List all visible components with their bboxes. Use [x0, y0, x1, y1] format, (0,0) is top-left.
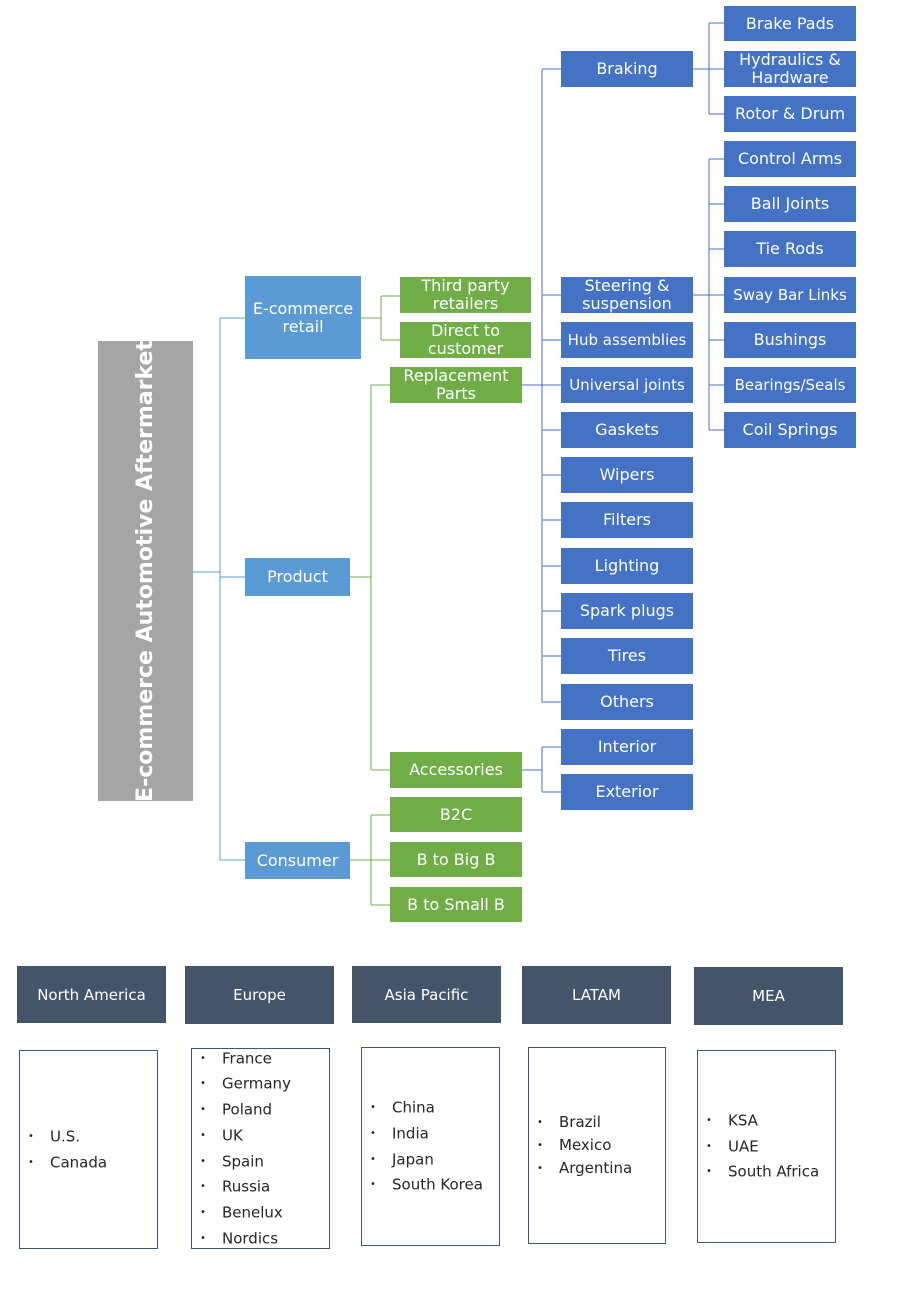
connector-ecommerce	[361, 295, 400, 341]
node-lighting: Lighting	[561, 548, 693, 584]
country-item: •India	[370, 1124, 429, 1142]
country-item: •Nordics	[200, 1229, 279, 1247]
connector-steering	[693, 158, 724, 431]
region-header-north-america: North America	[17, 966, 166, 1023]
country-item: •Brazil	[537, 1113, 601, 1131]
region-list-asia-pacific: •China •India •Japan •South Korea	[361, 1047, 500, 1246]
node-tires: Tires	[561, 638, 693, 674]
node-control-arms: Control Arms	[724, 141, 856, 177]
region-header-asia-pacific: Asia Pacific	[352, 966, 501, 1023]
region-header-mea: MEA	[694, 967, 843, 1025]
node-tie-rods: Tie Rods	[724, 231, 856, 267]
node-bushings: Bushings	[724, 322, 856, 358]
node-hydraulics-hardware: Hydraulics & Hardware	[724, 51, 856, 87]
connector-accessories	[522, 746, 561, 793]
connector-lines	[193, 22, 724, 906]
country-item: •Canada	[28, 1152, 108, 1171]
country-item: •KSA	[706, 1111, 758, 1130]
country-item: •China	[370, 1098, 435, 1117]
country-item: •Argentina	[537, 1159, 633, 1177]
region-header-latam: LATAM	[522, 966, 671, 1024]
node-filters: Filters	[561, 502, 693, 538]
region-list-north-america: •U.S. •Canada	[19, 1050, 158, 1249]
node-b-to-small-b: B to Small B	[390, 887, 522, 922]
country-item: •South Africa	[706, 1162, 820, 1181]
connector-consumer	[350, 814, 390, 906]
node-replacement-parts: Replacement Parts	[390, 367, 522, 403]
node-universal-joints: Universal joints	[561, 367, 693, 403]
region-header-europe: Europe	[185, 966, 334, 1024]
node-interior: Interior	[561, 729, 693, 765]
node-sway-bar-links: Sway Bar Links	[724, 277, 856, 313]
country-item: •U.S.	[28, 1127, 81, 1145]
region-list-latam: •Brazil •Mexico •Argentina	[528, 1047, 666, 1244]
country-item: •UAE	[706, 1136, 759, 1155]
node-product: Product	[245, 558, 350, 596]
connector-root	[193, 317, 245, 861]
country-item: •Poland	[200, 1100, 273, 1119]
country-item: •Russia	[200, 1177, 271, 1196]
node-ball-joints: Ball Joints	[724, 186, 856, 222]
node-braking: Braking	[561, 51, 693, 87]
node-direct-to-customer: Direct to customer	[400, 322, 531, 358]
country-item: •Germany	[200, 1074, 291, 1093]
node-b2c: B2C	[390, 797, 522, 832]
country-item: •South Korea	[370, 1175, 483, 1194]
node-hub-assemblies: Hub assemblies	[561, 322, 693, 358]
region-list-mea: •KSA •UAE •South Africa	[697, 1050, 836, 1243]
node-gaskets: Gaskets	[561, 412, 693, 448]
node-rotor-drum: Rotor & Drum	[724, 96, 856, 132]
node-b-to-big-b: B to Big B	[390, 842, 522, 877]
connector-braking	[693, 22, 724, 115]
node-coil-springs: Coil Springs	[724, 412, 856, 448]
node-others: Others	[561, 684, 693, 720]
country-item: •Benelux	[200, 1203, 283, 1222]
node-bearings-seals: Bearings/Seals	[724, 367, 856, 403]
country-item: •UK	[200, 1126, 243, 1144]
root-node: E-commerce Automotive Aftermarket	[98, 340, 193, 802]
node-ecommerce-retail: E-commerce retail	[245, 276, 361, 359]
connector-replacement	[522, 68, 561, 703]
country-item: •France	[200, 1048, 272, 1067]
root-label: E-commerce Automotive Aftermarket	[132, 340, 158, 802]
node-accessories: Accessories	[390, 752, 522, 788]
node-wipers: Wipers	[561, 457, 693, 493]
node-exterior: Exterior	[561, 774, 693, 810]
node-steering-suspension: Steering & suspension	[561, 277, 693, 313]
node-third-party-retailers: Third party retailers	[400, 277, 531, 313]
country-item: •Mexico	[537, 1136, 612, 1154]
country-item: •Japan	[370, 1149, 434, 1168]
node-brake-pads: Brake Pads	[724, 6, 856, 41]
connector-product	[350, 384, 390, 771]
country-item: •Spain	[200, 1151, 264, 1170]
region-list-europe: •France •Germany •Poland •UK •Spain •Rus…	[191, 1048, 330, 1249]
node-consumer: Consumer	[245, 842, 350, 879]
node-spark-plugs: Spark plugs	[561, 593, 693, 629]
